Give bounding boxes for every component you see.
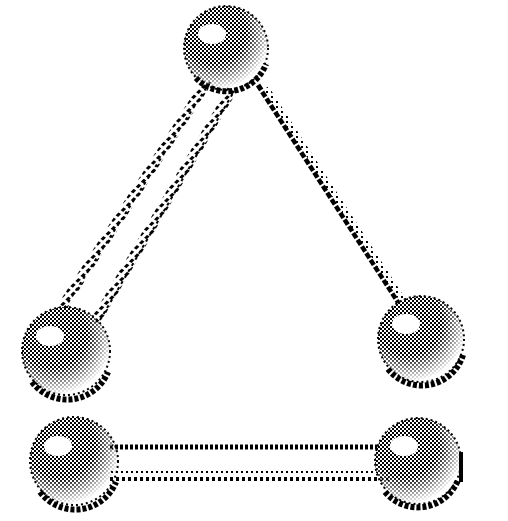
bond-left-to-right bbox=[110, 444, 392, 481]
atom-bottom-right bbox=[377, 295, 466, 389]
atom-left bbox=[29, 416, 119, 513]
atom-top bbox=[183, 5, 269, 95]
atom-bottom-left bbox=[21, 306, 111, 403]
bond-top-to-bottom-right bbox=[255, 83, 407, 307]
atom-right bbox=[374, 417, 463, 511]
bond-top-to-bottom-left bbox=[50, 81, 237, 325]
